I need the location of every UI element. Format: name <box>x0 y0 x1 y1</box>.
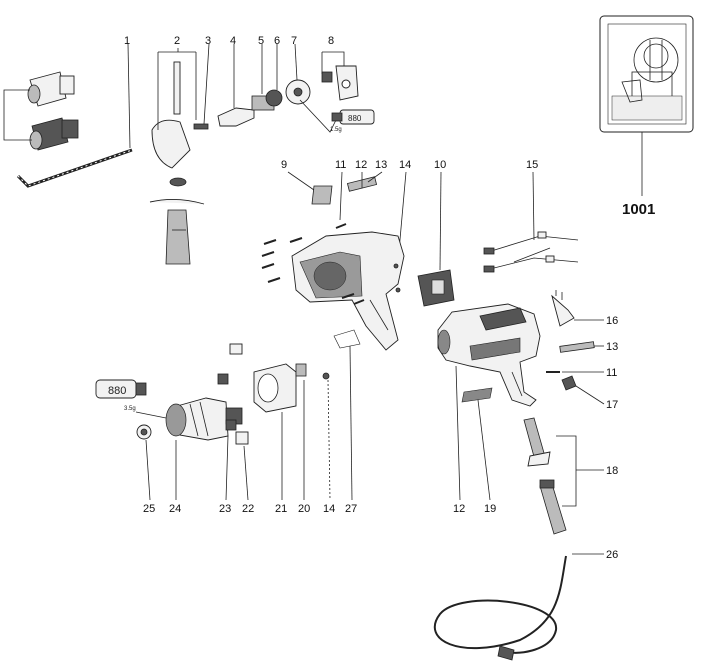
callout-3: 3 <box>205 35 211 47</box>
grease-tube-label-lower: 880 <box>108 385 126 397</box>
callout-10: 10 <box>434 159 446 171</box>
nut-14 <box>322 372 330 380</box>
bearing-25 <box>136 424 152 440</box>
grease-amount-label-lower: 3.5g <box>124 406 136 412</box>
callout-24: 24 <box>169 503 181 515</box>
callout-6: 6 <box>274 35 280 47</box>
keyless-chuck <box>27 71 75 107</box>
callout-9: 9 <box>281 159 287 171</box>
callout-11-top: 11 <box>335 159 346 171</box>
callout-14-bottom: 14 <box>323 503 335 515</box>
grease-tube-label: 880 <box>348 114 362 123</box>
motor-housing-half <box>291 231 405 351</box>
callout-14-top: 14 <box>399 159 411 171</box>
callout-12-bottom: 12 <box>453 503 465 515</box>
callout-11-right: 11 <box>606 367 617 379</box>
callout-20: 20 <box>298 503 310 515</box>
callout-1001: 1001 <box>622 201 655 218</box>
callout-4: 4 <box>230 35 236 47</box>
callout-15: 15 <box>526 159 538 171</box>
side-handle <box>149 61 205 265</box>
callout-1: 1 <box>124 35 130 47</box>
sticker-label <box>311 185 333 205</box>
callout-numbers: 1 2 3 4 5 6 7 8 9 11 12 13 14 10 15 1001… <box>124 35 655 561</box>
callout-8: 8 <box>328 35 334 47</box>
callout-16: 16 <box>606 315 618 327</box>
callout-21: 21 <box>275 503 287 515</box>
cable-harness <box>483 231 579 273</box>
callout-2: 2 <box>174 35 180 47</box>
brush-set <box>217 343 249 445</box>
callout-27: 27 <box>345 503 357 515</box>
power-cord <box>433 555 567 661</box>
housing-screws <box>261 223 365 305</box>
warning-label <box>461 387 493 403</box>
grease-tube-upper: 880 <box>331 109 375 125</box>
key-chuck <box>29 117 79 151</box>
callout-18: 18 <box>606 465 618 477</box>
cable-protection-sleeve <box>523 417 567 535</box>
field-coil <box>253 363 297 413</box>
switch <box>417 269 455 307</box>
callout-26: 26 <box>606 549 618 561</box>
callout-7: 7 <box>291 35 297 47</box>
brush-holder <box>551 294 575 327</box>
spacer-20 <box>295 363 307 377</box>
rating-plate-right <box>559 341 595 353</box>
callout-13-right: 13 <box>606 341 618 353</box>
depth-stop-rod <box>16 148 133 188</box>
insulating-strip <box>333 329 361 349</box>
callout-13-top: 13 <box>375 159 387 171</box>
spindle-assembly <box>193 65 359 130</box>
armature <box>165 397 243 441</box>
grease-amount-label: 1.5g <box>330 127 342 133</box>
capacitor <box>561 375 577 391</box>
callout-12-top: 12 <box>355 159 367 171</box>
inset-detail-1001 <box>599 15 694 133</box>
callout-17: 17 <box>606 399 618 411</box>
grease-tube-lower: 880 <box>95 379 147 399</box>
callout-23: 23 <box>219 503 231 515</box>
callout-25: 25 <box>143 503 155 515</box>
callout-5: 5 <box>258 35 264 47</box>
drill-body <box>437 303 541 407</box>
callout-22: 22 <box>242 503 254 515</box>
callout-19: 19 <box>484 503 496 515</box>
